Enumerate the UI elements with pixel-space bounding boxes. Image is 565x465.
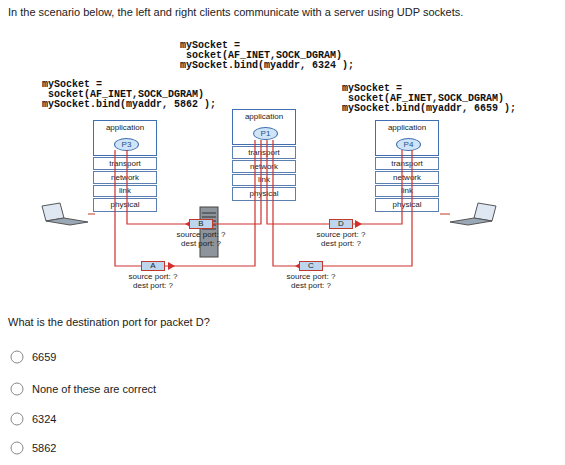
question-intro: In the scenario below, the left and righ… — [8, 6, 463, 19]
direction-arrow — [355, 220, 362, 228]
layer-name: link — [376, 186, 438, 195]
layer-name: transport — [94, 159, 156, 168]
socket-code: mySocket = — [342, 84, 402, 94]
socket-code: socket(AF_INET,SOCK_DGRAM) — [48, 90, 204, 100]
host-link — [88, 214, 95, 215]
port-field: dest port: ? — [127, 281, 179, 290]
application-layer-box: applicationP1 — [232, 109, 296, 145]
socket-code: mySocket = — [180, 41, 240, 51]
process-name: P3 — [115, 140, 138, 149]
layer-name: application — [94, 123, 156, 132]
application-layer-box: applicationP4 — [375, 120, 439, 156]
protocol-layer-box: physical — [93, 198, 157, 212]
socket-code: mySocket.bind(myaddr, 6659 ); — [342, 104, 516, 114]
socket-code: socket(AF_INET,SOCK_DGRAM) — [348, 94, 504, 104]
packet-letter: B — [189, 219, 213, 229]
layer-name: network — [94, 173, 156, 182]
answer-option: 6324 — [32, 413, 56, 426]
process-circle: P3 — [114, 138, 139, 151]
protocol-layer-box: network — [232, 160, 296, 173]
port-field: source port: ? — [127, 272, 179, 281]
radio-button — [11, 413, 23, 425]
process-circle: P4 — [396, 138, 421, 151]
answer-option: 5862 — [32, 442, 56, 455]
protocol-layer-box: link — [375, 185, 439, 197]
server-slot — [202, 213, 216, 214]
socket-code: mySocket.bind(myaddr, 5862 ); — [42, 100, 216, 110]
layer-name: physical — [94, 200, 156, 209]
protocol-layer-box: transport — [232, 146, 296, 159]
left-laptop — [42, 203, 88, 225]
protocol-layer-box: link — [93, 185, 157, 197]
answer-option: None of these are correct — [32, 383, 156, 396]
laptop-base — [46, 218, 88, 225]
port-field: source port: ? — [315, 230, 367, 239]
packet-box: Csource port: ?dest port: ? — [285, 261, 337, 291]
packet-letter: D — [329, 219, 353, 229]
layer-name: network — [233, 162, 295, 171]
layer-name: transport — [376, 159, 438, 168]
process-circle: P1 — [253, 127, 278, 140]
protocol-layer-box: physical — [375, 198, 439, 212]
process-name: P1 — [254, 129, 277, 138]
protocol-layer-box: network — [375, 171, 439, 184]
socket-code: socket(AF_INET,SOCK_DGRAM) — [186, 51, 342, 61]
protocol-layer-box: transport — [93, 157, 157, 170]
packet-box: Dsource port: ?dest port: ? — [315, 219, 367, 249]
laptop-base — [450, 218, 492, 225]
process-name: P4 — [397, 140, 420, 149]
socket-code: mySocket.bind(myaddr, 6324 ); — [180, 61, 354, 71]
port-field: source port: ? — [175, 230, 227, 239]
port-field: dest port: ? — [315, 239, 367, 248]
host-link — [440, 214, 450, 215]
protocol-layer-box: transport — [375, 157, 439, 170]
radio-button — [11, 383, 23, 395]
right-laptop — [450, 203, 496, 225]
layer-name: physical — [376, 200, 438, 209]
radio-button — [11, 442, 23, 454]
packet-letter: A — [141, 261, 165, 271]
application-layer-box: applicationP3 — [93, 120, 157, 156]
layer-name: link — [233, 175, 295, 184]
packet-box: Bsource port: ?dest port: ? — [175, 219, 227, 249]
port-field: dest port: ? — [285, 281, 337, 290]
layer-name: link — [94, 186, 156, 195]
packet-box: Asource port: ?dest port: ? — [127, 261, 179, 291]
answer-option: 6659 — [32, 351, 56, 364]
protocol-layer-box: link — [232, 174, 296, 186]
port-field: source port: ? — [285, 272, 337, 281]
layer-name: physical — [233, 189, 295, 198]
layer-name: application — [233, 112, 295, 121]
layer-name: transport — [233, 148, 295, 157]
radio-button — [11, 351, 23, 363]
layer-name: application — [376, 123, 438, 132]
question-text: What is the destination port for packet … — [8, 316, 210, 329]
packet-letter: C — [299, 261, 323, 271]
direction-arrow — [168, 262, 175, 270]
server-slot — [202, 217, 216, 218]
protocol-layer-box: network — [93, 171, 157, 184]
protocol-layer-box: physical — [232, 187, 296, 201]
socket-code: mySocket = — [42, 80, 102, 90]
port-field: dest port: ? — [175, 239, 227, 248]
layer-name: network — [376, 173, 438, 182]
